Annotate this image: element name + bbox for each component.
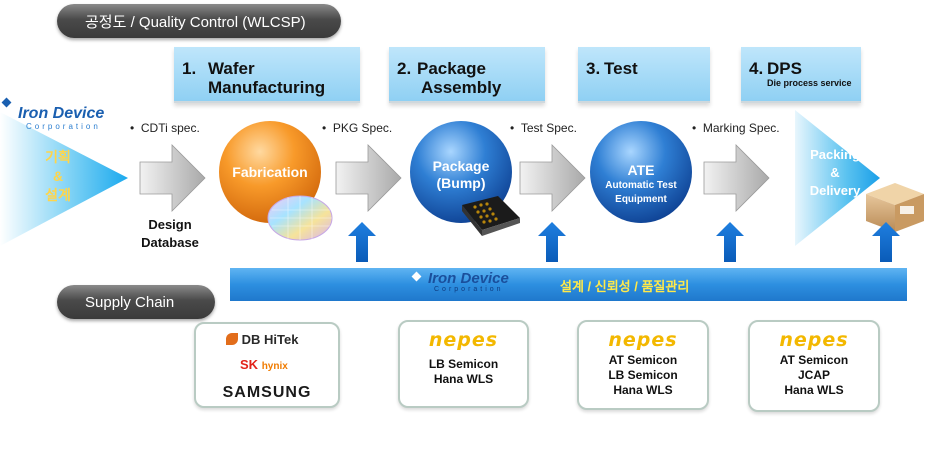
planning-line1: 기획 <box>45 149 71 165</box>
chip-image <box>462 196 520 236</box>
bar-text: 설계 / 신뢰성 / 품질관리 <box>560 279 690 294</box>
hynix-word: hynix <box>261 361 288 372</box>
design-database: Design Database <box>130 216 210 252</box>
stage-wafer: 1. Wafer Manufacturing <box>174 47 360 103</box>
stage-package-number: 2. <box>397 59 412 78</box>
supply-chain-label: Supply Chain <box>85 293 175 311</box>
box-image <box>866 183 924 232</box>
dps-supplier-3: Hana WLS <box>784 383 844 397</box>
stage-wafer-number: 1. <box>182 59 197 78</box>
planning-text: 기획 & 설계 <box>28 148 88 205</box>
delivery-line3: Delivery <box>809 183 861 198</box>
package-supplier-2: Hana WLS <box>433 372 494 386</box>
bar-logo-mark-icon <box>411 271 422 282</box>
package-line2: (Bump) <box>436 175 486 191</box>
nepes-logo: nepes <box>608 329 678 351</box>
header-pill: 공정도 / Quality Control (WLCSP) <box>57 4 341 38</box>
up-arrow-3 <box>716 222 744 262</box>
dbhitek-mark-icon <box>226 333 238 345</box>
delivery-line1: Packing <box>810 147 860 162</box>
stage-wafer-line2: Manufacturing <box>208 78 326 97</box>
process-arrow-4 <box>703 144 770 212</box>
supplier-box-package: nepes LB Semicon Hana WLS <box>398 320 529 408</box>
ate-line1: Automatic Test <box>605 180 677 191</box>
delivery-triangle <box>795 110 880 246</box>
delivery-line2: & <box>830 165 840 180</box>
planning-triangle <box>0 112 128 246</box>
stage-dps-number: 4. <box>749 59 764 78</box>
spec-marking: • Marking Spec. <box>692 121 780 135</box>
iron-device-logo: Iron Device Corporation <box>18 105 128 132</box>
up-arrow-1 <box>348 222 376 262</box>
supply-chain-pill: Supply Chain <box>57 285 215 319</box>
stage-test-number: 3. <box>586 59 601 78</box>
test-supplier-2: LB Semicon <box>608 368 678 382</box>
samsung-logo: SAMSUNG <box>222 384 312 401</box>
package-label: Package (Bump) <box>410 158 512 192</box>
design-db-line2: Database <box>141 235 199 250</box>
spec-pkg: • PKG Spec. <box>322 121 393 135</box>
stage-package-line2: Assembly <box>421 78 502 97</box>
spec-pkg-label: PKG Spec. <box>332 121 393 135</box>
logo-main: Iron Device <box>18 105 105 122</box>
stage-package-line1: Package <box>417 59 486 78</box>
up-arrow-4 <box>872 222 900 262</box>
header-pill-label: 공정도 / Quality Control (WLCSP) <box>85 13 306 31</box>
process-arrow-1 <box>139 144 206 212</box>
spec-cdti: • CDTi spec. <box>130 121 200 135</box>
logo-mark-icon <box>1 97 12 108</box>
package-circle <box>410 121 512 223</box>
test-supplier-3: Hana WLS <box>613 383 673 397</box>
dps-supplier-1: AT Semicon <box>779 353 849 367</box>
bar-logo-main: Iron Device <box>428 270 509 287</box>
bar-logo: Iron Device Corporation <box>428 271 538 294</box>
delivery-text: Packing & Delivery <box>800 146 870 200</box>
package-line1: Package <box>432 158 490 174</box>
test-supplier-1: AT Semicon <box>608 353 678 367</box>
skhynix-logo: SK hynix <box>240 357 288 372</box>
stage-dps-line1: DPS <box>767 59 802 78</box>
spec-test-label: Test Spec. <box>520 121 577 135</box>
bar-logo-sub: Corporation <box>434 286 504 293</box>
supplier-box-wafer: DB HiTek SK hynix SAMSUNG <box>194 322 340 408</box>
stage-package: 2. Package Assembly <box>389 47 545 103</box>
ate-circle <box>590 121 692 223</box>
stage-wafer-line1: Wafer <box>208 59 255 78</box>
dps-supplier-2: JCAP <box>797 368 830 382</box>
spec-cdti-label: CDTi spec. <box>140 121 200 135</box>
fabrication-label: Fabrication <box>232 164 308 180</box>
sk-letters: SK <box>240 357 259 372</box>
process-arrow-2 <box>335 144 402 212</box>
up-arrow-2 <box>538 222 566 262</box>
ate-label: ATE Automatic Test Equipment <box>590 162 692 207</box>
supplier-box-dps: nepes AT Semicon JCAP Hana WLS <box>748 320 880 412</box>
logo-sub: Corporation <box>26 122 101 131</box>
nepes-logo: nepes <box>428 329 499 351</box>
wafer-image <box>267 195 333 241</box>
stage-test: 3. Test <box>578 47 710 103</box>
spec-test: • Test Spec. <box>510 121 577 135</box>
ate-line2: Equipment <box>615 194 667 205</box>
dbhitek-logo: DB HiTek <box>226 332 298 347</box>
supplier-box-test: nepes AT Semicon LB Semicon Hana WLS <box>577 320 709 410</box>
stage-test-line1: Test <box>604 59 638 78</box>
process-arrow-3 <box>519 144 586 212</box>
dbhitek-text: DB HiTek <box>241 332 299 347</box>
supply-bar <box>230 268 907 301</box>
ate-title: ATE <box>627 162 655 178</box>
stage-dps: 4. DPS Die process service <box>741 47 861 103</box>
design-db-line1: Design <box>148 217 192 232</box>
nepes-logo: nepes <box>779 329 849 351</box>
stage-dps-line2: Die process service <box>767 78 852 88</box>
spec-marking-label: Marking Spec. <box>702 121 780 135</box>
planning-line3: 설계 <box>45 187 71 203</box>
planning-line2: & <box>52 168 64 184</box>
package-supplier-1: LB Semicon <box>428 357 499 371</box>
